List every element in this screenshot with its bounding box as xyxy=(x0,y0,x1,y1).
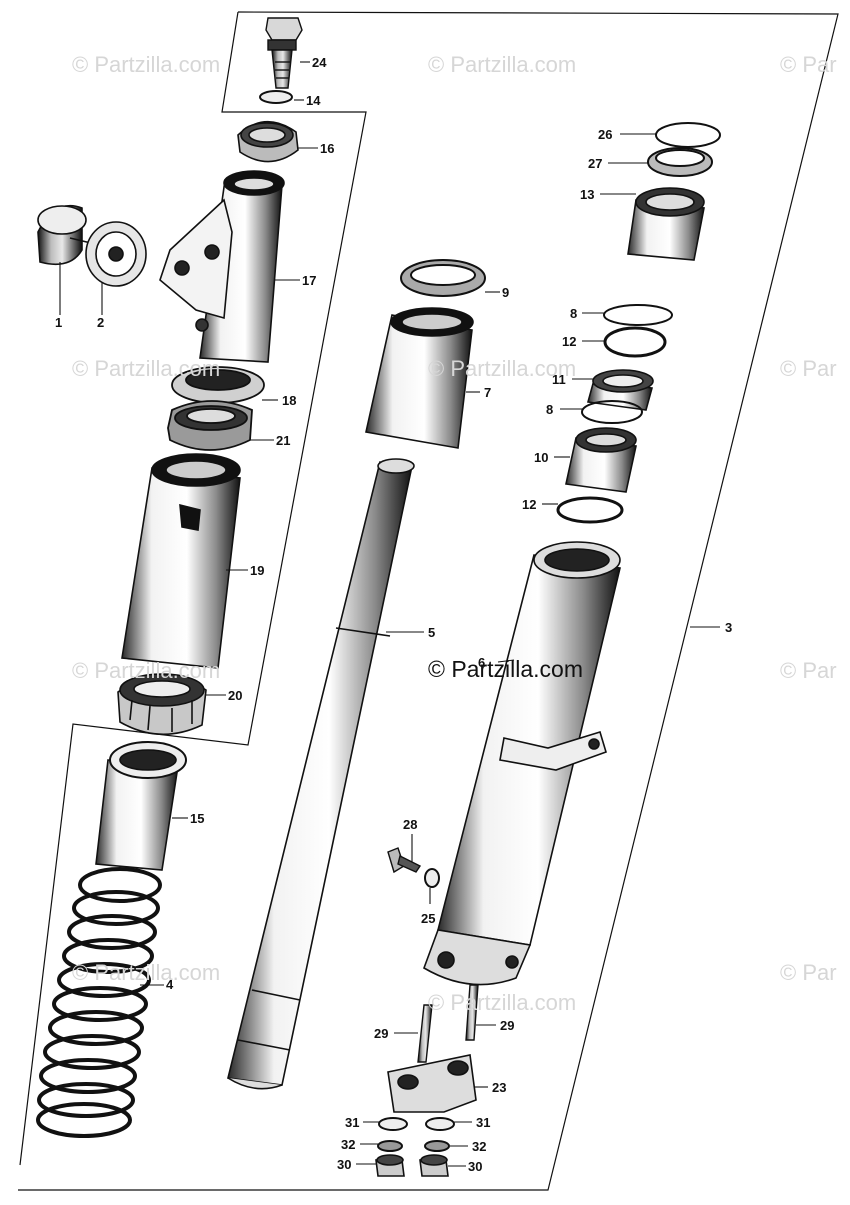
part-number-9[interactable]: 9 xyxy=(502,285,510,300)
circlip-8-lower xyxy=(581,400,643,424)
part-number-8[interactable]: 8 xyxy=(570,306,578,321)
part-number-5[interactable]: 5 xyxy=(428,625,436,640)
watermark: © Partzilla.com xyxy=(428,52,577,77)
part-number-26[interactable]: 26 xyxy=(598,127,613,142)
part-number-21[interactable]: 20 xyxy=(228,688,243,703)
ring-13 xyxy=(603,326,667,358)
watermark: © Partzilla.com xyxy=(72,960,221,985)
nut-17 xyxy=(237,120,299,163)
bolt-24 xyxy=(265,17,303,89)
bushing-10 xyxy=(565,427,637,493)
clamp-23 xyxy=(387,1054,477,1113)
watermark: © Partzilla.com xyxy=(72,658,221,683)
left-assembly-boundary xyxy=(19,11,367,1166)
part-number-3[interactable]: 3 xyxy=(725,620,733,635)
leader-lines xyxy=(59,61,720,1167)
bushing-14 xyxy=(627,187,705,261)
washer-12 xyxy=(556,496,624,524)
part-number-7[interactable]: 7 xyxy=(484,385,492,400)
part-number-6[interactable]: 6 xyxy=(478,655,486,670)
watermark: © Par xyxy=(780,960,837,985)
ring-27 xyxy=(647,147,713,177)
watermark: © Par xyxy=(780,356,837,381)
part-number-13[interactable]: 12 xyxy=(562,334,577,349)
part-number-19[interactable]: 18 xyxy=(282,393,297,408)
part-number-18[interactable]: 17 xyxy=(302,273,317,288)
spring-4 xyxy=(36,867,162,1138)
seal-9 xyxy=(400,259,486,297)
washer-32 xyxy=(377,1140,450,1152)
part-number-31[interactable]: 31 xyxy=(345,1115,360,1130)
nut-30 xyxy=(375,1154,449,1177)
upper-cover-18 xyxy=(159,170,285,363)
watermark: © Partzilla.com xyxy=(72,52,221,77)
part-number-22[interactable]: 21 xyxy=(276,433,291,448)
watermark: © Par xyxy=(780,658,837,683)
tube-16 xyxy=(95,741,187,871)
circlip-26 xyxy=(655,122,721,148)
washer-25 xyxy=(424,868,440,888)
part-number-8[interactable]: 8 xyxy=(546,402,554,417)
ring-19 xyxy=(171,366,265,404)
cap-1 xyxy=(37,204,96,266)
part-number-15[interactable]: 14 xyxy=(306,93,321,108)
part-number-32[interactable]: 32 xyxy=(472,1139,487,1154)
part-number-11[interactable]: 11 xyxy=(552,372,566,387)
watermark: © Partzilla.com xyxy=(428,356,577,381)
part-number-1[interactable]: 1 xyxy=(55,315,63,330)
nut-21 xyxy=(117,673,207,736)
slider-6 xyxy=(423,541,621,986)
part-number-25[interactable]: 25 xyxy=(421,911,436,926)
part-number-30[interactable]: 30 xyxy=(468,1159,483,1174)
watermark-center: © Partzilla.com xyxy=(428,656,583,682)
washer-31 xyxy=(378,1117,455,1131)
part-number-29[interactable]: 29 xyxy=(500,1018,515,1033)
part-number-17[interactable]: 16 xyxy=(320,141,335,156)
right-assembly-boundary xyxy=(18,11,839,1191)
lower-cover-20 xyxy=(121,453,241,669)
bushing-11 xyxy=(586,369,654,411)
part-number-4[interactable]: 4 xyxy=(166,977,174,992)
part-number-16[interactable]: 15 xyxy=(190,811,205,826)
watermark: © Partzilla.com xyxy=(428,990,577,1015)
part-number-23[interactable]: 23 xyxy=(492,1080,507,1095)
watermark: © Par xyxy=(780,52,837,77)
fork-tube-5 xyxy=(227,458,415,1090)
bolt-28 xyxy=(387,847,422,874)
part-number-24[interactable]: 24 xyxy=(312,55,327,70)
nut-22 xyxy=(167,400,253,451)
part-number-2[interactable]: 2 xyxy=(97,315,105,330)
part-number-14[interactable]: 13 xyxy=(580,187,595,202)
leader-6 xyxy=(497,659,515,663)
part-number-28[interactable]: 28 xyxy=(403,817,418,832)
reflector-2 xyxy=(85,221,147,287)
part-number-12[interactable]: 12 xyxy=(522,497,537,512)
washer-15 xyxy=(259,90,293,104)
part-number-10[interactable]: 10 xyxy=(534,450,549,465)
circlip-8-upper xyxy=(603,304,673,326)
part-number-29[interactable]: 29 xyxy=(374,1026,389,1041)
boundary-lines xyxy=(18,11,839,1191)
part-number-30[interactable]: 30 xyxy=(337,1157,352,1172)
part-number-27[interactable]: 27 xyxy=(588,156,603,171)
bushing-7 xyxy=(365,307,474,449)
watermark: © Partzilla.com xyxy=(72,356,221,381)
part-number-31[interactable]: 31 xyxy=(476,1115,491,1130)
part-number-20[interactable]: 19 xyxy=(250,563,265,578)
stud-29 xyxy=(417,984,479,1063)
part-number-32[interactable]: 32 xyxy=(341,1137,356,1152)
